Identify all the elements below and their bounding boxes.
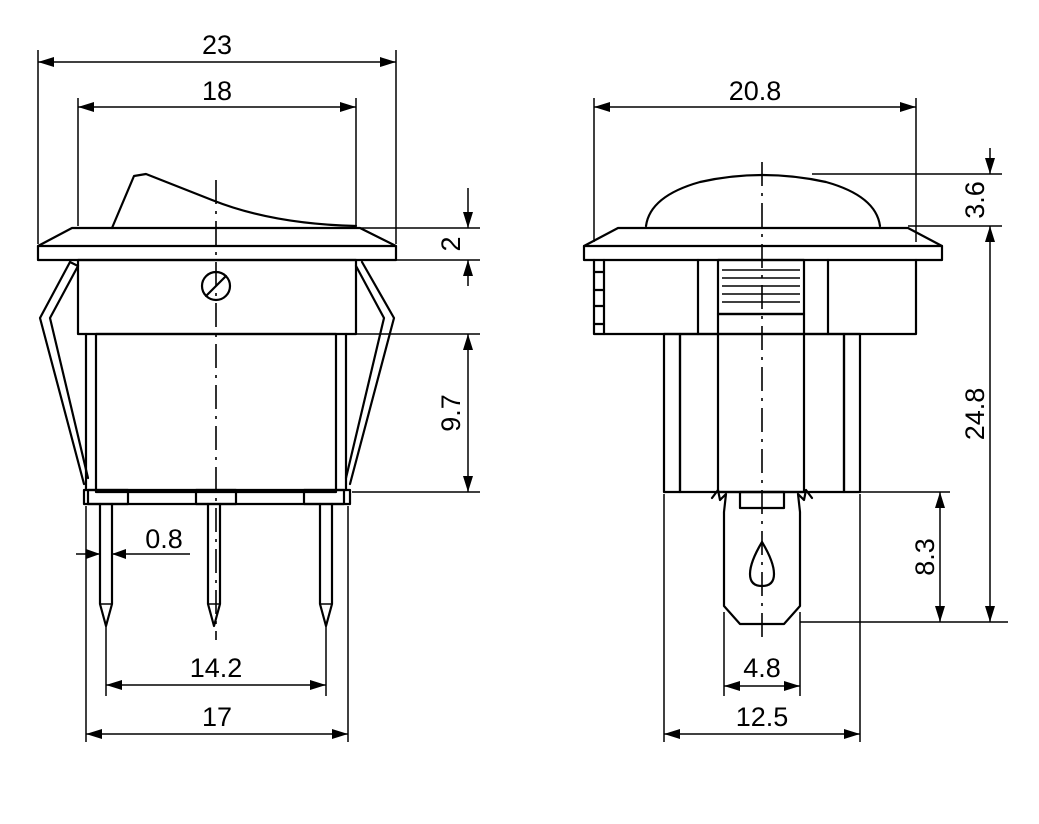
side-dome-cap <box>644 173 882 228</box>
dim-pin-width: 0.8 <box>145 524 183 554</box>
dim-flange-thickness: 2 <box>436 236 466 251</box>
front-dimensions: 23 18 2 9.7 0.8 14.2 <box>37 30 480 742</box>
side-view <box>582 162 944 640</box>
front-left-clip <box>38 260 86 486</box>
front-rocker <box>110 172 358 230</box>
side-upper-housing <box>592 258 918 336</box>
dim-cap-width: 20.8 <box>729 76 782 106</box>
dim-cap-height: 3.6 <box>960 181 990 219</box>
front-flange <box>36 226 398 262</box>
dim-total-height: 24.8 <box>960 388 990 441</box>
dim-terminal-width: 4.8 <box>743 653 781 683</box>
side-lower-body <box>662 332 682 494</box>
dim-body-height: 9.7 <box>436 394 466 432</box>
dim-overall-width: 23 <box>202 30 232 60</box>
side-flange <box>582 226 944 262</box>
side-spring-coil <box>722 269 800 303</box>
dim-terminal-length: 8.3 <box>910 538 940 576</box>
front-pin-left <box>98 502 114 628</box>
front-pin-center <box>206 502 222 628</box>
dim-rocker-width: 18 <box>202 76 232 106</box>
front-pin-right <box>318 502 334 628</box>
side-dimensions: 20.8 3.6 24.8 8.3 4.8 12.5 <box>593 76 1008 742</box>
front-view <box>36 172 398 640</box>
dim-pin-spacing: 14.2 <box>190 653 243 683</box>
dim-body-width: 17 <box>202 702 232 732</box>
front-right-clip <box>348 260 396 486</box>
dim-body-depth: 12.5 <box>736 702 789 732</box>
